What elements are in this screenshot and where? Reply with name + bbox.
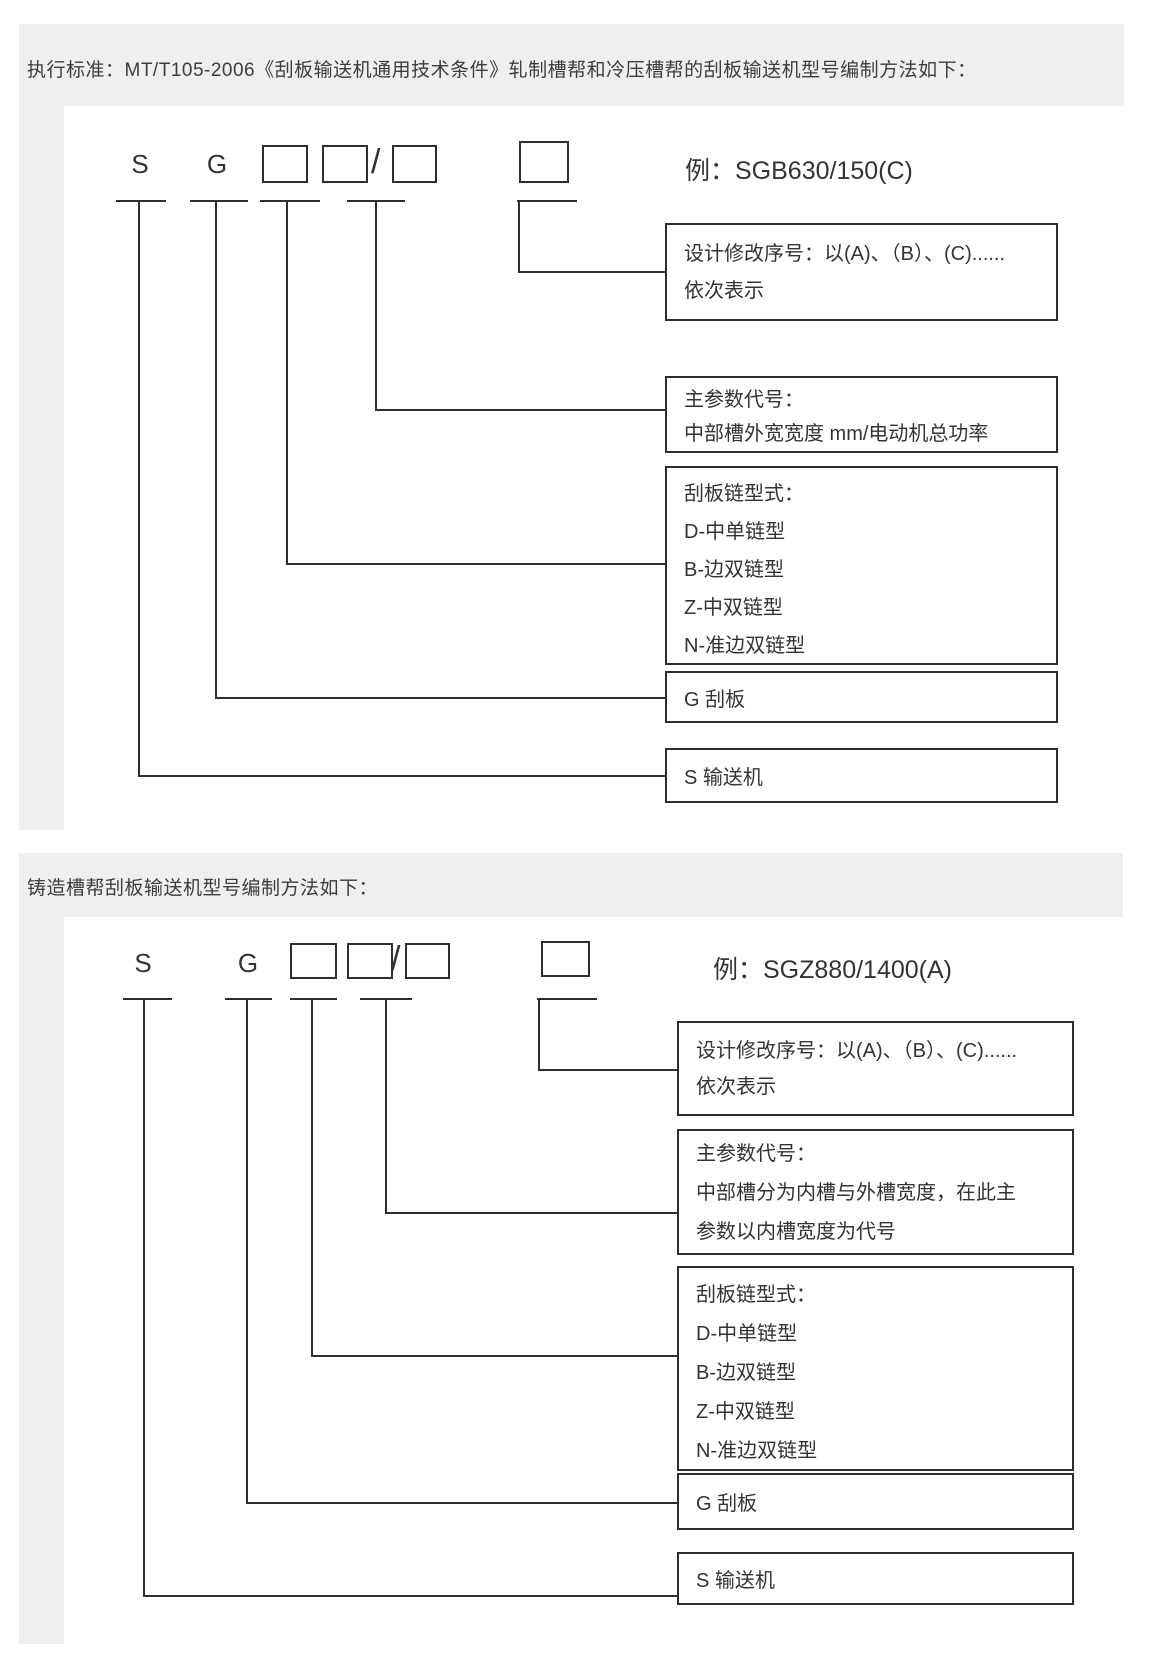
- label-line: 设计修改序号：以(A)、（B）、(C)......: [696, 1040, 1018, 1062]
- connector-horizontal-s: [138, 775, 665, 777]
- code-box-param-inner: [347, 943, 393, 979]
- code-box-chain-type: [290, 943, 337, 979]
- connector-vertical-s: [143, 998, 145, 1597]
- label-line: D-中单链型: [684, 521, 786, 543]
- connector-vertical-chain: [286, 200, 288, 565]
- label-line: 刮板链型式：: [696, 1284, 816, 1306]
- label-box-revision: 设计修改序号：以(A)、（B）、(C)...... 依次表示: [665, 223, 1058, 321]
- label-box-g: G 刮板: [665, 671, 1058, 723]
- connector-vertical-revision: [538, 998, 540, 1071]
- tick-mark: [537, 998, 597, 1000]
- label-line: 主参数代号：: [696, 1143, 816, 1165]
- connector-vertical-g: [215, 200, 217, 699]
- label-line: 依次表示: [684, 280, 764, 302]
- label-line: B-边双链型: [696, 1362, 796, 1384]
- label-line: N-准边双链型: [684, 635, 806, 657]
- example-model-number: 例：SGZ880/1400(A): [713, 956, 952, 984]
- label-box-chain-type: 刮板链型式： D-中单链型 B-边双链型 Z-中双链型 N-准边双链型: [677, 1266, 1074, 1471]
- tick-mark: [517, 200, 577, 202]
- code-letter-s: S: [131, 149, 149, 179]
- tick-mark: [116, 200, 166, 202]
- label-line: G 刮板: [684, 688, 746, 711]
- code-letter-s: S: [134, 948, 152, 978]
- code-slash: /: [391, 940, 401, 978]
- label-line: Z-中双链型: [684, 597, 783, 619]
- label-line: S 输送机: [684, 767, 763, 789]
- tick-mark: [225, 998, 272, 1000]
- label-box-g: G 刮板: [677, 1473, 1074, 1530]
- connector-vertical-s: [138, 200, 140, 777]
- label-line: G 刮板: [696, 1493, 758, 1515]
- connector-horizontal-revision: [538, 1069, 677, 1071]
- connector-horizontal-param: [385, 1212, 677, 1214]
- connector-horizontal-g: [246, 1502, 677, 1504]
- label-line: N-准边双链型: [696, 1440, 818, 1462]
- connector-horizontal-revision: [518, 271, 665, 273]
- label-box-s: S 输送机: [665, 748, 1058, 803]
- section-2-header: 铸造槽帮刮板输送机型号编制方法如下：: [27, 878, 379, 899]
- tick-mark: [190, 200, 248, 202]
- code-slash: /: [371, 143, 381, 181]
- label-line: Z-中双链型: [696, 1401, 795, 1423]
- label-box-chain-type: 刮板链型式： D-中单链型 B-边双链型 Z-中双链型 N-准边双链型: [665, 466, 1058, 665]
- connector-vertical-g: [246, 998, 248, 1504]
- label-line: S 输送机: [696, 1570, 775, 1592]
- label-line: 中部槽外宽宽度 mm/电动机总功率: [684, 423, 989, 445]
- label-box-s: S 输送机: [677, 1552, 1074, 1605]
- code-box-chain-type: [262, 145, 308, 183]
- code-letter-g: G: [237, 948, 259, 978]
- label-line: B-边双链型: [684, 559, 784, 581]
- connector-horizontal-g: [215, 697, 665, 699]
- section-1-header: 执行标准：MT/T105-2006《刮板输送机通用技术条件》轧制槽帮和冷压槽帮的…: [27, 60, 977, 81]
- connector-vertical-param: [385, 998, 387, 1214]
- connector-horizontal-chain: [286, 563, 665, 565]
- connector-horizontal-chain: [311, 1355, 677, 1357]
- label-line: 参数以内槽宽度为代号: [696, 1221, 896, 1243]
- connector-vertical-chain: [311, 998, 313, 1357]
- label-box-param: 主参数代号： 中部槽分为内槽与外槽宽度，在此主 参数以内槽宽度为代号: [677, 1129, 1074, 1255]
- connector-vertical-revision: [518, 200, 520, 273]
- label-line: 中部槽分为内槽与外槽宽度，在此主: [696, 1182, 1016, 1204]
- label-line: 依次表示: [696, 1076, 776, 1098]
- tick-mark: [123, 998, 172, 1000]
- connector-horizontal-param: [375, 409, 665, 411]
- code-letter-g: G: [206, 149, 228, 179]
- tick-mark: [260, 200, 320, 202]
- code-box-param-width: [322, 145, 368, 183]
- label-line: D-中单链型: [696, 1323, 798, 1345]
- tick-mark: [290, 998, 337, 1000]
- code-box-revision: [541, 941, 590, 977]
- label-line: 设计修改序号：以(A)、（B）、(C)......: [684, 243, 1006, 265]
- label-box-revision: 设计修改序号：以(A)、（B）、(C)...... 依次表示: [677, 1021, 1074, 1116]
- example-model-number: 例：SGB630/150(C): [685, 157, 913, 185]
- label-line: 刮板链型式：: [684, 483, 804, 505]
- connector-vertical-param: [375, 200, 377, 411]
- code-box-revision: [519, 141, 569, 183]
- connector-horizontal-s: [143, 1595, 677, 1597]
- code-box-param-power: [405, 943, 450, 979]
- label-line: 主参数代号：: [684, 389, 804, 411]
- code-box-param-power: [392, 145, 437, 183]
- label-box-param: 主参数代号： 中部槽外宽宽度 mm/电动机总功率: [665, 376, 1058, 453]
